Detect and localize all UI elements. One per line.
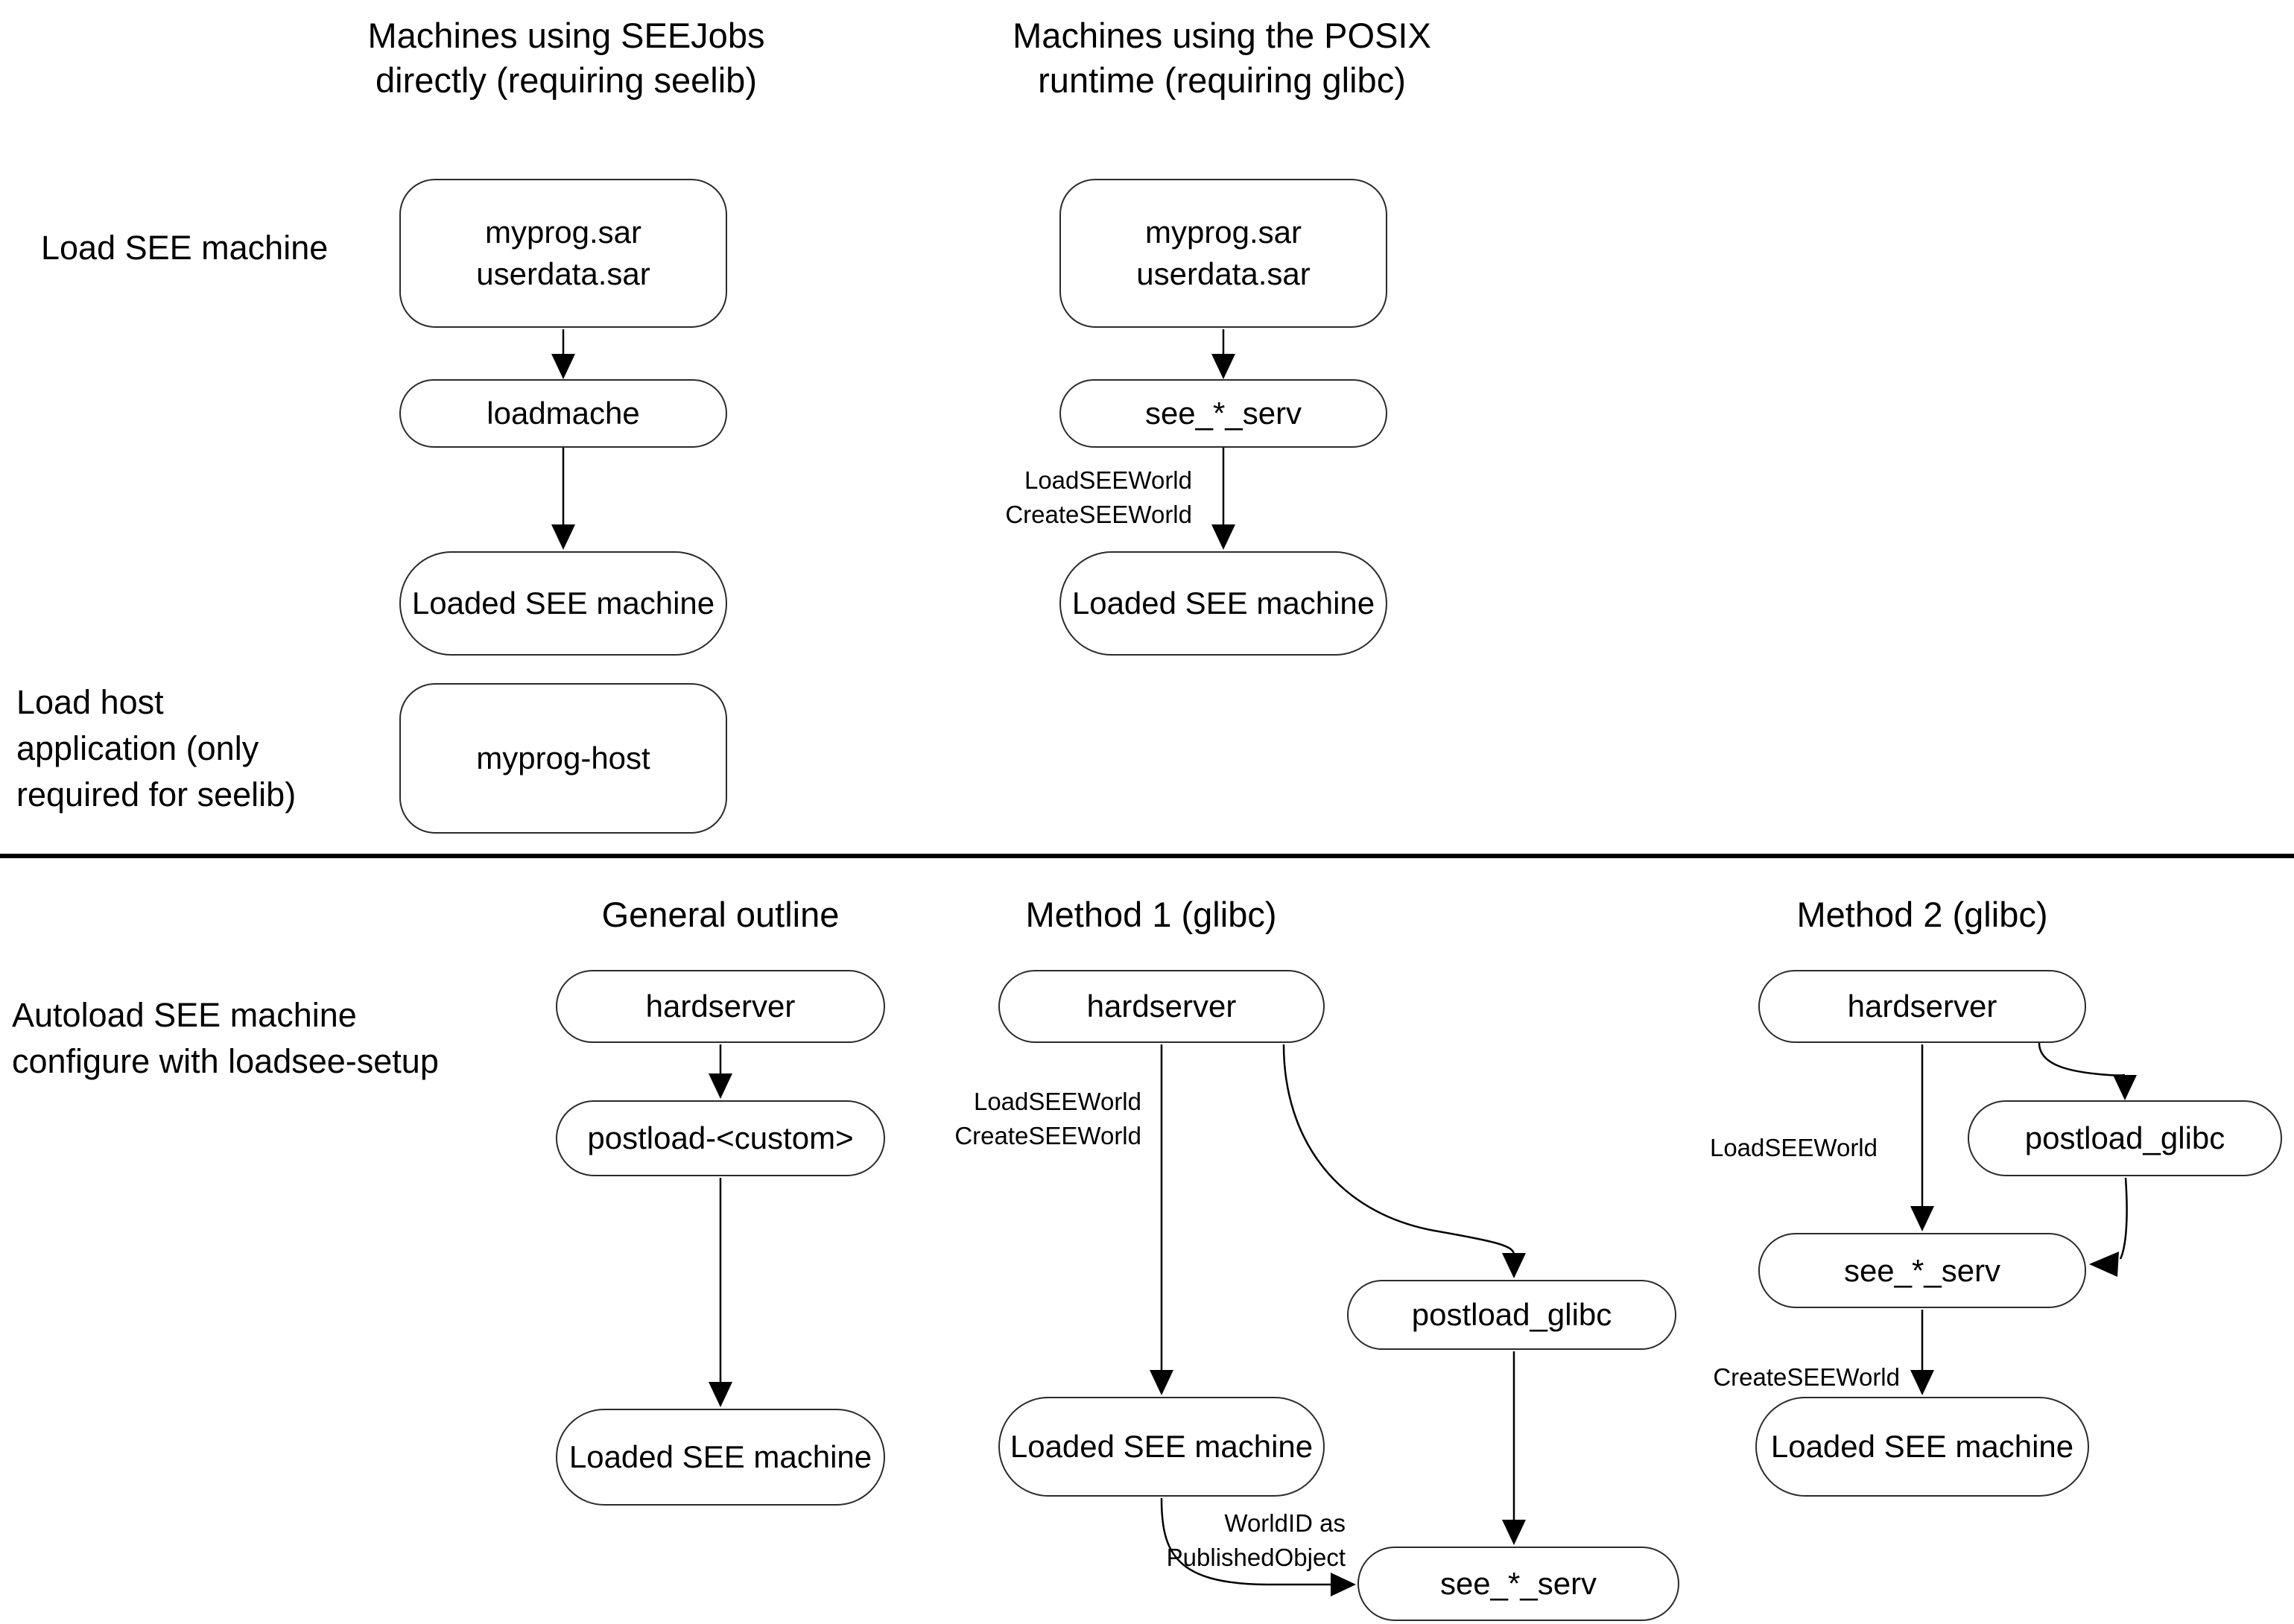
section-divider bbox=[0, 854, 2294, 858]
arrowhead bbox=[1910, 1206, 1934, 1231]
arrowhead bbox=[551, 354, 575, 379]
node-label: userdata.sar bbox=[1136, 256, 1311, 291]
edge-label-line: WorldID as bbox=[1224, 1509, 1346, 1537]
node-seejobs-sar-files: myprog.sar userdata.sar bbox=[399, 179, 727, 328]
arrowhead bbox=[709, 1382, 732, 1407]
row-label-line: configure with loadsee-setup bbox=[12, 1042, 439, 1080]
arrowhead bbox=[1331, 1573, 1356, 1596]
row-label-load-host-application: Load host application (only required for… bbox=[16, 679, 296, 818]
header-line: runtime (requiring glibc) bbox=[1038, 60, 1406, 100]
row-label-load-see-machine: Load SEE machine bbox=[41, 229, 329, 267]
node-posix-sar-files: myprog.sar userdata.sar bbox=[1059, 179, 1387, 328]
header-line: Machines using the POSIX bbox=[1013, 16, 1431, 55]
arrowhead bbox=[1502, 1253, 1526, 1278]
curve-m1-hardserver-to-postload bbox=[1282, 1044, 1515, 1255]
column-header-seejobs: Machines using SEEJobs directly (requiri… bbox=[305, 13, 827, 103]
curve-m1-loaded-to-serv bbox=[1160, 1497, 1331, 1586]
arrowhead bbox=[709, 1073, 732, 1099]
row-label-line: Autoload SEE machine bbox=[12, 996, 357, 1034]
column-header-posix: Machines using the POSIX runtime (requir… bbox=[961, 13, 1483, 103]
arrowhead bbox=[1211, 354, 1235, 379]
node-m2-loaded-see-machine: Loaded SEE machine bbox=[1755, 1397, 2089, 1497]
node-myprog-host: myprog-host bbox=[399, 683, 727, 834]
arrowhead bbox=[1150, 1370, 1173, 1395]
node-m2-hardserver: hardserver bbox=[1758, 970, 2086, 1043]
row-label-line: application (only bbox=[16, 729, 259, 767]
edge-label-posix-loadseeworld: LoadSEEWorld CreateSEEWorld bbox=[1005, 463, 1192, 532]
column-header-method2: Method 2 (glibc) bbox=[1796, 895, 2048, 934]
column-header-method1: Method 1 (glibc) bbox=[1025, 895, 1277, 934]
arrowhead bbox=[2113, 1075, 2137, 1100]
node-m2-postload-glibc: postload_glibc bbox=[1968, 1100, 2282, 1176]
node-seejobs-loaded-see-machine: Loaded SEE machine bbox=[399, 551, 727, 656]
column-header-general: General outline bbox=[601, 895, 840, 934]
arrowhead bbox=[1502, 1520, 1526, 1545]
edge-label-line: LoadSEEWorld bbox=[973, 1088, 1141, 1115]
node-label: userdata.sar bbox=[476, 256, 650, 291]
node-posix-loaded-see-machine: Loaded SEE machine bbox=[1059, 551, 1387, 656]
edge-label-line: CreateSEEWorld bbox=[954, 1122, 1141, 1149]
curve-m2-postload-to-serv bbox=[2119, 1177, 2128, 1260]
node-m1-hardserver: hardserver bbox=[998, 970, 1325, 1043]
edge-label-m2-loadseeworld: LoadSEEWorld bbox=[1709, 1134, 1878, 1161]
row-label-autoload: Autoload SEE machine configure with load… bbox=[12, 992, 439, 1085]
edge-label-line: LoadSEEWorld bbox=[1024, 466, 1192, 494]
header-line: directly (requiring seelib) bbox=[376, 60, 757, 100]
row-label-line: Load host bbox=[16, 683, 164, 721]
node-label: myprog.sar bbox=[1144, 215, 1302, 250]
edge-label-line: PublishedObject bbox=[1166, 1544, 1346, 1571]
edge-label-m1-loadseeworld: LoadSEEWorld CreateSEEWorld bbox=[954, 1085, 1141, 1153]
node-m1-loaded-see-machine: Loaded SEE machine bbox=[998, 1397, 1325, 1497]
node-general-postload-custom: postload-<custom> bbox=[556, 1100, 885, 1176]
arrowhead bbox=[1211, 524, 1235, 550]
node-loadmache: loadmache bbox=[399, 379, 727, 448]
node-m1-see-serv: see_*_serv bbox=[1357, 1547, 1679, 1621]
node-general-loaded-see-machine: Loaded SEE machine bbox=[556, 1409, 885, 1506]
arrowhead bbox=[2089, 1252, 2119, 1277]
edge-label-m1-worldid: WorldID as PublishedObject bbox=[1167, 1506, 1346, 1575]
arrowhead bbox=[551, 524, 575, 550]
header-line: Machines using SEEJobs bbox=[367, 16, 765, 55]
node-m1-postload-glibc: postload_glibc bbox=[1347, 1280, 1676, 1350]
row-label-line: required for seelib) bbox=[16, 775, 297, 813]
node-posix-see-serv: see_*_serv bbox=[1059, 379, 1387, 448]
curve-m2-hardserver-to-postload bbox=[2038, 1042, 2126, 1076]
edge-label-m2-createseeworld: CreateSEEWorld bbox=[1713, 1363, 1900, 1391]
node-m2-see-serv: see_*_serv bbox=[1758, 1233, 2086, 1308]
edge-label-line: CreateSEEWorld bbox=[1005, 501, 1192, 528]
node-general-hardserver: hardserver bbox=[556, 970, 885, 1043]
node-label: myprog.sar bbox=[484, 215, 642, 250]
arrowhead bbox=[1910, 1370, 1934, 1395]
